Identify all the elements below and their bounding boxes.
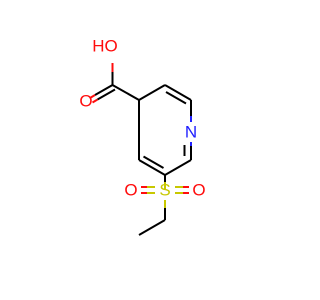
bond-c4-c3 [138,84,166,101]
bond-c-o-red-a [89,94,96,99]
bond-c3-c2 [164,84,192,101]
sulfonyl-oxygen-left-label: O [124,181,137,200]
bond-c-o-double-a [94,84,113,96]
hydroxyl-oxygen-label: HO [92,37,118,56]
ring-nitrogen-label: N [185,123,197,142]
bond-c5-c4 [138,159,166,176]
bond-ch2-ch3 [138,219,166,236]
atom-labels: HO O N S O O [79,37,205,200]
bonds [89,63,192,236]
bond-c3-c2-inner [165,91,187,105]
bond-c-o-red-b [91,98,99,104]
sulfur-label: S [159,181,170,200]
chemical-structure-diagram: HO O N S O O [79,37,206,236]
bond-c-o-double-b [97,88,116,101]
bond-c6-c5 [164,159,192,176]
bond-c5-c4-inner [143,155,164,169]
sulfonyl-oxygen-right-label: O [192,181,205,200]
bond-c-c-carboxyl [112,84,140,101]
carbonyl-oxygen-label: O [79,92,92,111]
